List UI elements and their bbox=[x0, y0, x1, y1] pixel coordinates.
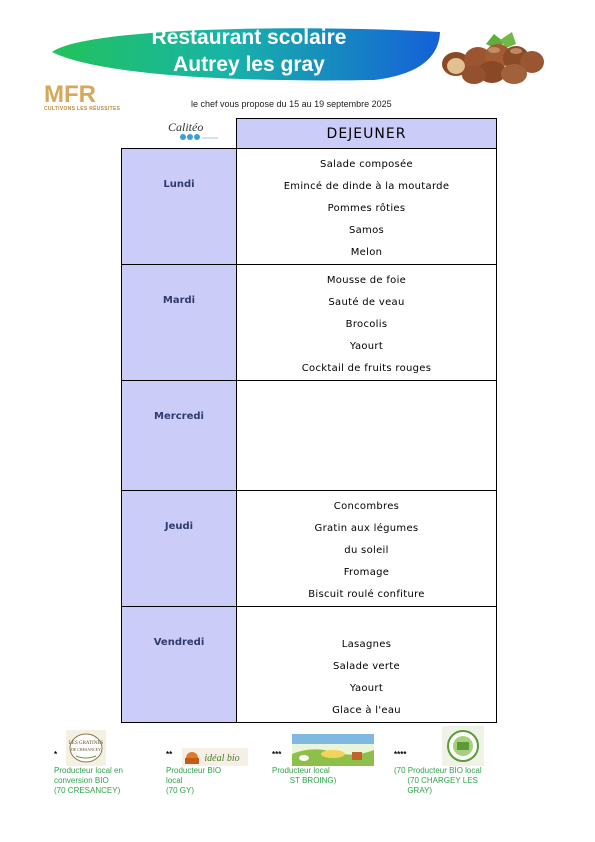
legend-text: Producteur local en conversion BIO (70 C… bbox=[54, 766, 123, 796]
title-banner: Restaurant scolaire Autrey les gray bbox=[44, 24, 444, 82]
legend-line: (70 CRESANCEY) bbox=[54, 786, 121, 795]
dish-item: Yaourt bbox=[349, 341, 384, 352]
legend-producer-3: *** Producteur local ST BROING) bbox=[272, 730, 382, 810]
header-blank-cell bbox=[122, 119, 237, 149]
dishes-cell: Salade composée Emincé de dinde à la mou… bbox=[236, 148, 497, 265]
day-label: Jeudi bbox=[121, 490, 237, 607]
legend-mark: *** bbox=[272, 750, 282, 759]
legend-line: GRAY) bbox=[394, 786, 433, 795]
dish-item: Glace à l'eau bbox=[332, 705, 401, 716]
caliteo-logo-text: Calitéo bbox=[168, 120, 204, 134]
legend-line: (70 GY) bbox=[166, 786, 195, 795]
dish-item: Biscuit roulé confiture bbox=[308, 589, 425, 600]
banner-swoosh bbox=[52, 28, 440, 81]
dishes-cell-empty bbox=[236, 380, 497, 491]
ferme-brebis-logo bbox=[292, 734, 374, 766]
dish-item: Salade composée bbox=[320, 159, 413, 170]
svg-text:LES GRATINES: LES GRATINES bbox=[69, 741, 104, 746]
dish-item: Mousse de foie bbox=[326, 275, 407, 286]
menu-header-row: DEJEUNER bbox=[122, 118, 497, 149]
day-row-mardi: Mardi Mousse de foie Sauté de veau Broco… bbox=[121, 264, 497, 381]
legend-line: (70 CHARGEY LES bbox=[394, 776, 478, 785]
legend-line: ST BROING) bbox=[272, 776, 337, 785]
menu-table: DEJEUNER Lundi Salade composée Emincé de… bbox=[121, 118, 497, 723]
dish-item: Gratin aux légumes bbox=[314, 523, 419, 534]
dishes-cell: Lasagnes Salade verte Yaourt Glace à l'e… bbox=[236, 606, 497, 723]
dish-item: du soleil bbox=[344, 545, 389, 556]
ideal-bio-logo: idéal bio bbox=[182, 748, 248, 766]
ferme-bio-logo bbox=[442, 726, 484, 766]
legend-mark: **** bbox=[394, 750, 407, 759]
legend-text: (70 Producteur BIO local (70 CHARGEY LES… bbox=[394, 766, 482, 796]
day-label: Mercredi bbox=[121, 380, 237, 491]
mfr-logo-letters: MFR bbox=[44, 81, 96, 108]
dishes-cell: Mousse de foie Sauté de veau Brocolis Ya… bbox=[236, 264, 497, 381]
legend-line: Producteur local bbox=[272, 766, 330, 775]
dish-item: Lasagnes bbox=[341, 639, 392, 650]
legend-producer-4: **** (70 Producteur BIO local (70 CHARGE… bbox=[394, 726, 504, 810]
hazelnuts-image bbox=[434, 30, 554, 86]
title-line-2: Autrey les gray bbox=[173, 53, 325, 76]
legend-producer-1: LES GRATINES DE CRESANCEY * Producteur l… bbox=[54, 730, 144, 810]
day-label: Vendredi bbox=[121, 606, 237, 723]
title-line-1: Restaurant scolaire bbox=[151, 26, 347, 49]
legend-text: Producteur BIO local (70 GY) bbox=[166, 766, 221, 796]
legend-producer-2: idéal bio ** Producteur BIO local (70 GY… bbox=[166, 730, 256, 810]
dish-item: Sauté de veau bbox=[328, 297, 405, 308]
svg-text:idéal bio: idéal bio bbox=[204, 753, 239, 764]
day-row-vendredi: Vendredi Lasagnes Salade verte Yaourt Gl… bbox=[121, 606, 497, 723]
day-label: Mardi bbox=[121, 264, 237, 381]
dish-item: Brocolis bbox=[345, 319, 388, 330]
legend-line: local bbox=[166, 776, 183, 785]
dish-item: Melon bbox=[350, 247, 383, 258]
day-row-mercredi: Mercredi bbox=[121, 380, 497, 491]
dish-item: Emincé de dinde à la moutarde bbox=[283, 181, 450, 192]
dish-item: Pommes rôties bbox=[327, 203, 406, 214]
legend-line: (70 Producteur BIO local bbox=[394, 766, 482, 775]
mfr-logo: MFR CULTIVONS LES RÉUSSITES bbox=[44, 81, 132, 114]
legend-line: Producteur local en bbox=[54, 766, 123, 775]
day-label: Lundi bbox=[121, 148, 237, 265]
legend-mark: ** bbox=[166, 750, 173, 759]
les-gratines-logo: LES GRATINES DE CRESANCEY bbox=[66, 730, 106, 766]
dish-item: Samos bbox=[348, 225, 385, 236]
dish-item: Salade verte bbox=[333, 661, 400, 672]
dish-spacer bbox=[237, 612, 496, 634]
dish-item: Cocktail de fruits rouges bbox=[301, 363, 432, 374]
legend-text: Producteur local ST BROING) bbox=[272, 766, 336, 786]
caliteo-dots-icon bbox=[180, 134, 218, 140]
dish-item: Fromage bbox=[343, 567, 390, 578]
caliteo-logo: Calitéo bbox=[150, 120, 226, 142]
day-row-lundi: Lundi Salade composée Emincé de dinde à … bbox=[121, 148, 497, 265]
day-row-jeudi: Jeudi Concombres Gratin aux légumes du s… bbox=[121, 490, 497, 607]
legend-line: conversion BIO bbox=[54, 776, 109, 785]
mfr-tagline: CULTIVONS LES RÉUSSITES bbox=[44, 106, 121, 112]
svg-text:DE CRESANCEY: DE CRESANCEY bbox=[71, 747, 101, 752]
legend-line: Producteur BIO bbox=[166, 766, 222, 775]
dish-item: Yaourt bbox=[349, 683, 384, 694]
legend-mark: * bbox=[54, 750, 58, 759]
dishes-cell: Concombres Gratin aux légumes du soleil … bbox=[236, 490, 497, 607]
meal-header: DEJEUNER bbox=[236, 118, 497, 149]
dish-item: Concombres bbox=[333, 501, 400, 512]
menu-period-subtitle: le chef vous propose du 15 au 19 septemb… bbox=[191, 99, 392, 109]
